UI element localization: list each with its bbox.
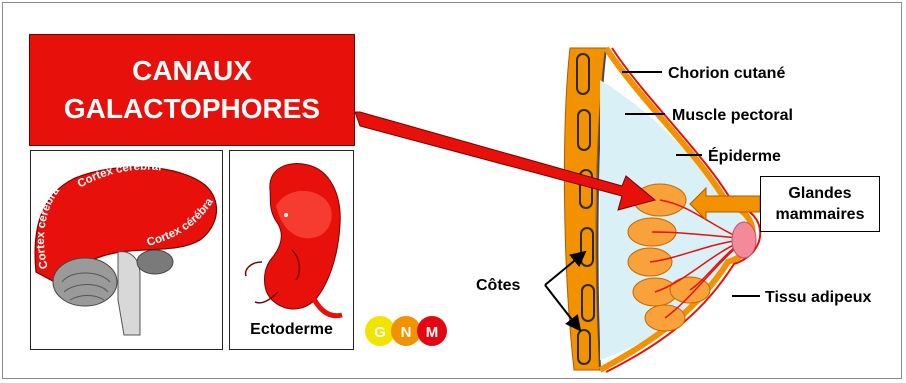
label-cotes: Côtes xyxy=(476,277,521,294)
label-epiderme: Épiderme xyxy=(708,146,781,165)
logo-letter-m: M xyxy=(426,324,439,341)
label-tissu: Tissu adipeux xyxy=(765,289,872,306)
glandes-line-1: Glandes xyxy=(761,183,879,204)
brain-illustration: Cortex cérébral Cortex cérébral Cortex c… xyxy=(0,0,216,335)
gnm-logo: G N M xyxy=(365,316,447,346)
glandes-label-box: Glandes mammaires xyxy=(760,176,880,232)
logo-letter-g: G xyxy=(374,324,386,341)
label-muscle: Muscle pectoral xyxy=(672,107,793,124)
logo-letter-n: N xyxy=(401,324,412,341)
label-chorion: Chorion cutané xyxy=(668,65,785,82)
embryo-illustration xyxy=(246,164,342,316)
glandes-line-2: mammaires xyxy=(761,204,879,225)
